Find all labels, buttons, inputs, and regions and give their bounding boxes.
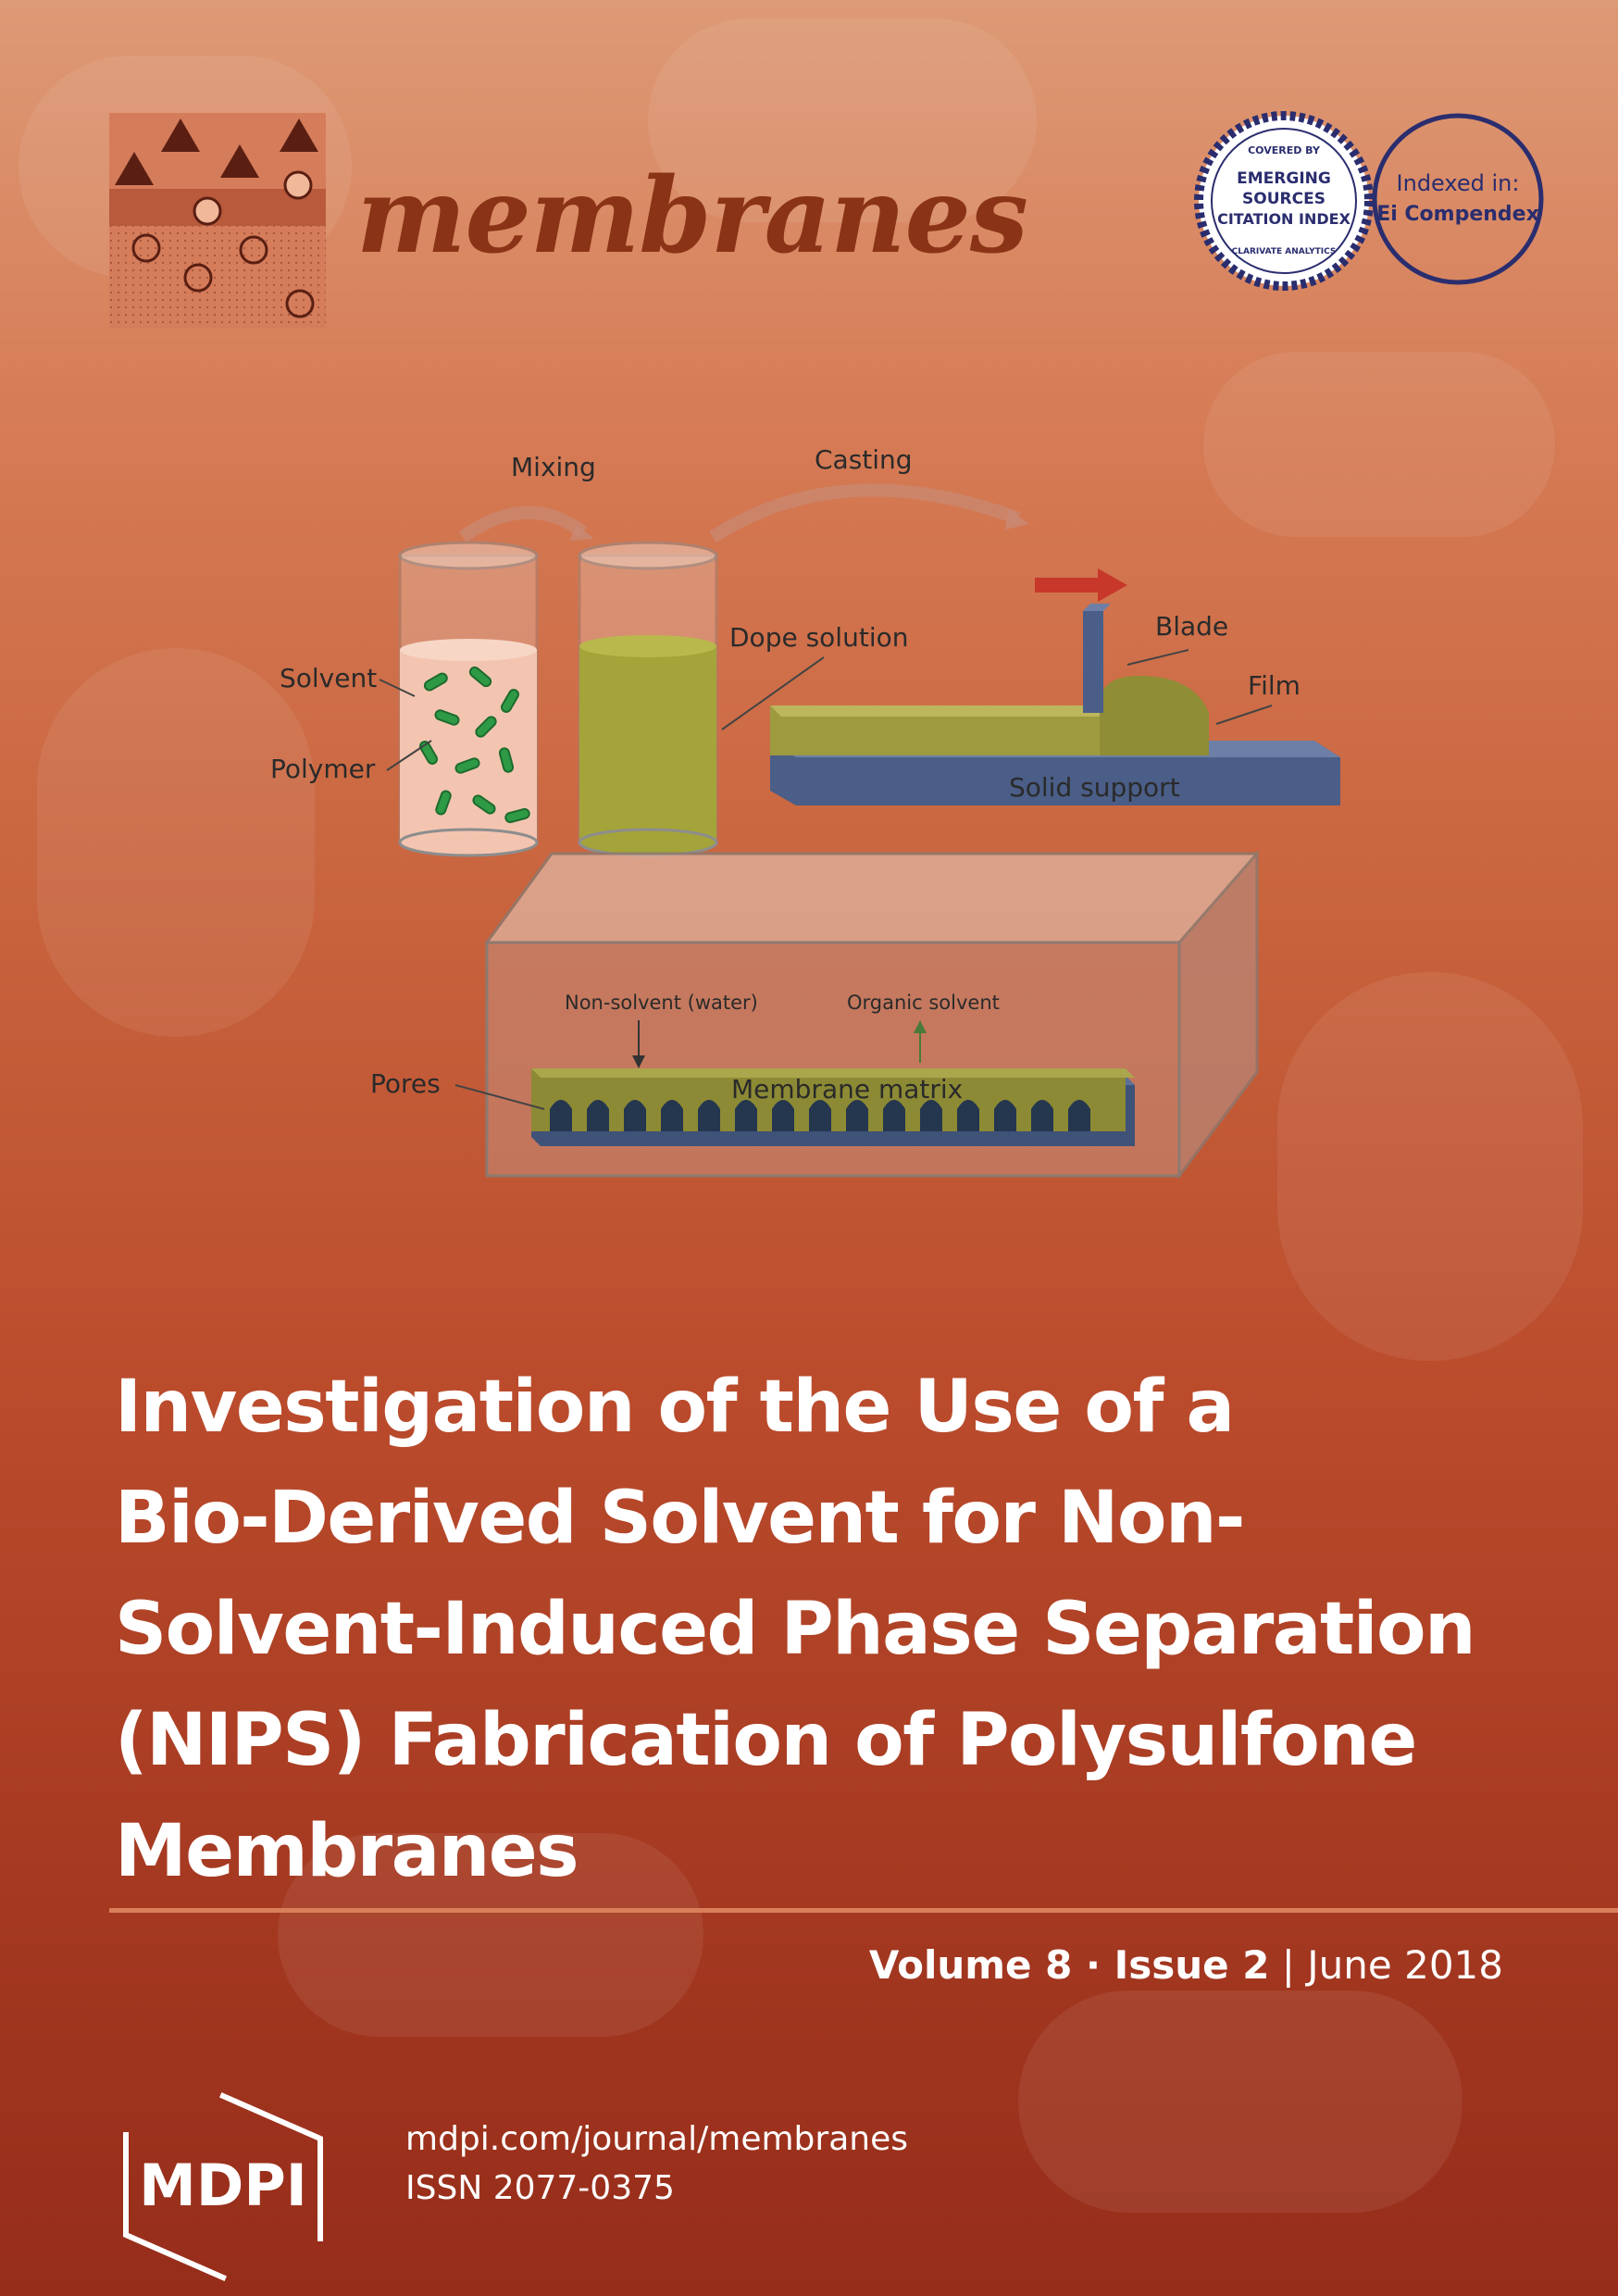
ei-compendex-badge-icon: Indexed in: Ei Compendex — [1372, 113, 1544, 285]
title-line: (NIPS) Fabrication of Polysulfone — [115, 1699, 1417, 1782]
esci-line-3: CITATION INDEX — [1217, 210, 1350, 228]
esci-footer: CLARIVATE ANALYTICS — [1232, 247, 1337, 256]
label-polymer: Polymer — [270, 754, 376, 784]
casting-arrow-icon — [709, 483, 1021, 543]
background-blob — [648, 19, 1037, 222]
coagulation-bath — [484, 850, 1261, 1180]
journal-logo-icon — [109, 113, 326, 328]
issue-label: Issue 2 — [1114, 1942, 1270, 1988]
title-line: Solvent-Induced Phase Separation — [115, 1588, 1476, 1671]
background-blob — [37, 648, 315, 1037]
label-mixing: Mixing — [511, 452, 596, 482]
volume-label: Volume 8 — [868, 1942, 1073, 1988]
journal-name: membranes — [356, 156, 1028, 277]
label-organic-solvent: Organic solvent — [847, 992, 1000, 1014]
article-title: Investigation of the Use of a Bio-Derive… — [115, 1352, 1559, 1907]
ei-indexed-label: Indexed in: — [1397, 170, 1520, 196]
label-film: Film — [1248, 670, 1301, 701]
background-blob — [1018, 1990, 1462, 2213]
mixing-arrow-icon — [458, 505, 588, 543]
label-dope-solution: Dope solution — [729, 622, 908, 653]
issue-divider: | — [1269, 1942, 1308, 1988]
casting-setup — [770, 568, 1340, 805]
title-line: Investigation of the Use of a — [115, 1366, 1235, 1449]
label-solvent: Solvent — [280, 663, 377, 693]
esci-covered-by: COVERED BY — [1248, 144, 1321, 156]
esci-badge-icon: COVERED BY EMERGING SOURCES CITATION IND… — [1194, 111, 1374, 291]
journal-url[interactable]: mdpi.com/journal/membranes — [405, 2120, 908, 2158]
mdpi-logo-text: MDPI — [139, 2152, 307, 2219]
esci-line-2: SOURCES — [1242, 190, 1326, 208]
label-membrane-matrix: Membrane matrix — [731, 1074, 963, 1104]
nips-process-figure: Mixing Casting Solvent Polymer — [270, 444, 1340, 1180]
background-blob — [278, 1833, 703, 2037]
label-solid-support: Solid support — [1009, 772, 1180, 803]
mdpi-logo-icon: MDPI — [123, 2092, 323, 2281]
issue-info: Volume 8 · Issue 2 | June 2018 — [869, 1942, 1503, 1988]
label-pores: Pores — [370, 1068, 441, 1099]
dope-solution-beaker — [578, 541, 718, 857]
ei-name: Ei Compendex — [1376, 203, 1539, 226]
title-line: Bio-Derived Solvent for Non- — [115, 1477, 1245, 1560]
solvent-beaker — [398, 541, 539, 857]
esci-line-1: EMERGING — [1237, 169, 1331, 188]
title-line: Membranes — [115, 1810, 579, 1893]
label-blade: Blade — [1155, 611, 1228, 642]
background-blob — [1203, 352, 1555, 537]
title-divider — [109, 1908, 1618, 1913]
label-non-solvent: Non-solvent (water) — [565, 992, 758, 1014]
issue-date: June 2018 — [1307, 1942, 1503, 1988]
journal-issn: ISSN 2077-0375 — [405, 2169, 675, 2207]
label-casting: Casting — [815, 444, 913, 475]
issue-separator: · — [1072, 1942, 1114, 1988]
background-blob — [1277, 972, 1583, 1361]
